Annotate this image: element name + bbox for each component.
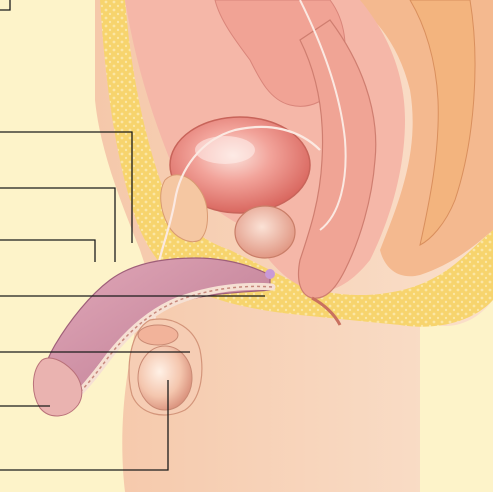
prostate [235,206,295,258]
epididymis [138,325,178,345]
testis [138,346,192,410]
bladder-highlight [195,136,255,164]
bulbourethral-gland [265,269,275,279]
